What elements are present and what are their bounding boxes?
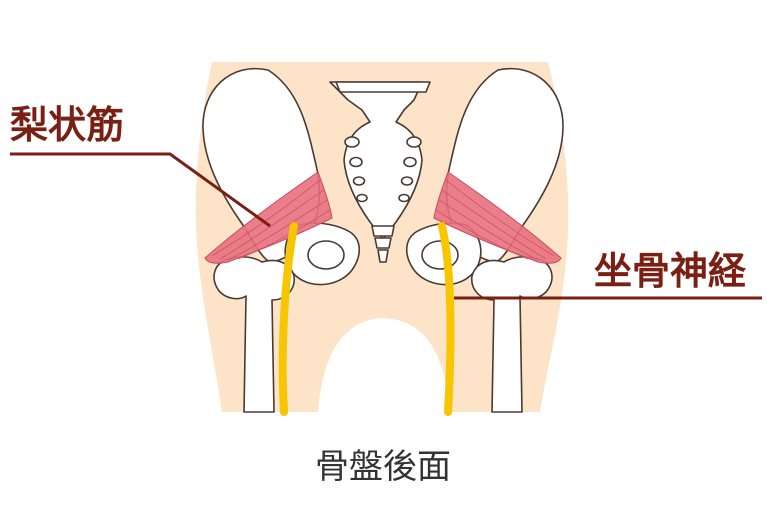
foramen-l3 — [354, 177, 365, 185]
sacrum-top — [336, 82, 430, 92]
coccyx-3 — [378, 250, 388, 262]
foramen-r3 — [402, 177, 413, 185]
foramen-r1 — [407, 137, 421, 147]
coccyx-2 — [375, 238, 391, 248]
piriformis-label: 梨状筋 — [10, 103, 124, 147]
foramen-l4 — [357, 195, 367, 202]
foramen-l2 — [350, 158, 362, 167]
foramen-r2 — [404, 158, 416, 167]
sciatic-nerve-label: 坐骨神経 — [594, 249, 747, 293]
obturator-left — [308, 241, 344, 269]
foramen-l1 — [345, 137, 359, 147]
obturator-right — [422, 241, 458, 269]
foramen-r4 — [399, 195, 409, 202]
coccyx — [372, 226, 394, 236]
diagram-caption: 骨盤後面 — [315, 447, 451, 487]
